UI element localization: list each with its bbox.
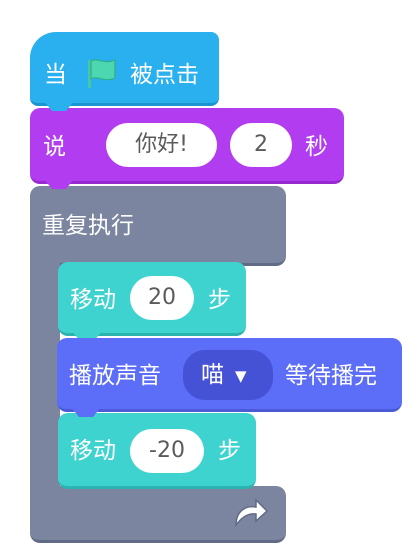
play-sound-label: 播放声音 [69,363,161,389]
say-for-seconds-block[interactable]: 说 你好! 2 秒 [30,108,344,189]
move-label: 移动 [70,438,116,464]
sound-dropdown[interactable]: 喵 ▼ [183,350,273,400]
forever-block-arm [30,256,60,496]
forever-block[interactable]: 重复执行 [30,186,286,543]
block-notch [44,179,74,189]
steps-label: 步 [218,438,241,464]
message-input[interactable]: 你好! [106,123,217,167]
forever-label: 重复执行 [42,213,134,239]
when-flag-clicked-block[interactable]: 当 被点击 [30,32,219,111]
seconds-input[interactable]: 2 [230,123,292,167]
loop-arrow-icon [235,498,269,528]
play-sound-until-done-block[interactable]: 播放声音 喵 ▼ 等待播完 [57,338,402,417]
block-notch [71,407,101,417]
when-label: 当 [44,62,67,88]
until-done-label: 等待播完 [285,363,377,389]
caret-down-icon: ▼ [235,367,247,385]
forever-block-header[interactable]: 重复执行 [30,186,286,266]
green-flag-icon [88,59,116,88]
move-label: 移动 [70,287,116,313]
steps-input[interactable]: -20 [130,429,204,473]
seconds-label: 秒 [305,134,328,160]
move-steps-block[interactable]: 移动 -20 步 [58,413,256,489]
steps-label: 步 [208,287,231,313]
say-label: 说 [43,134,66,160]
block-notch [44,101,74,111]
clicked-label: 被点击 [130,62,199,88]
steps-input[interactable]: 20 [130,276,194,320]
move-steps-block[interactable]: 移动 20 步 [58,262,246,341]
forever-block-footer[interactable] [30,486,286,543]
sound-value: 喵 [201,362,224,388]
